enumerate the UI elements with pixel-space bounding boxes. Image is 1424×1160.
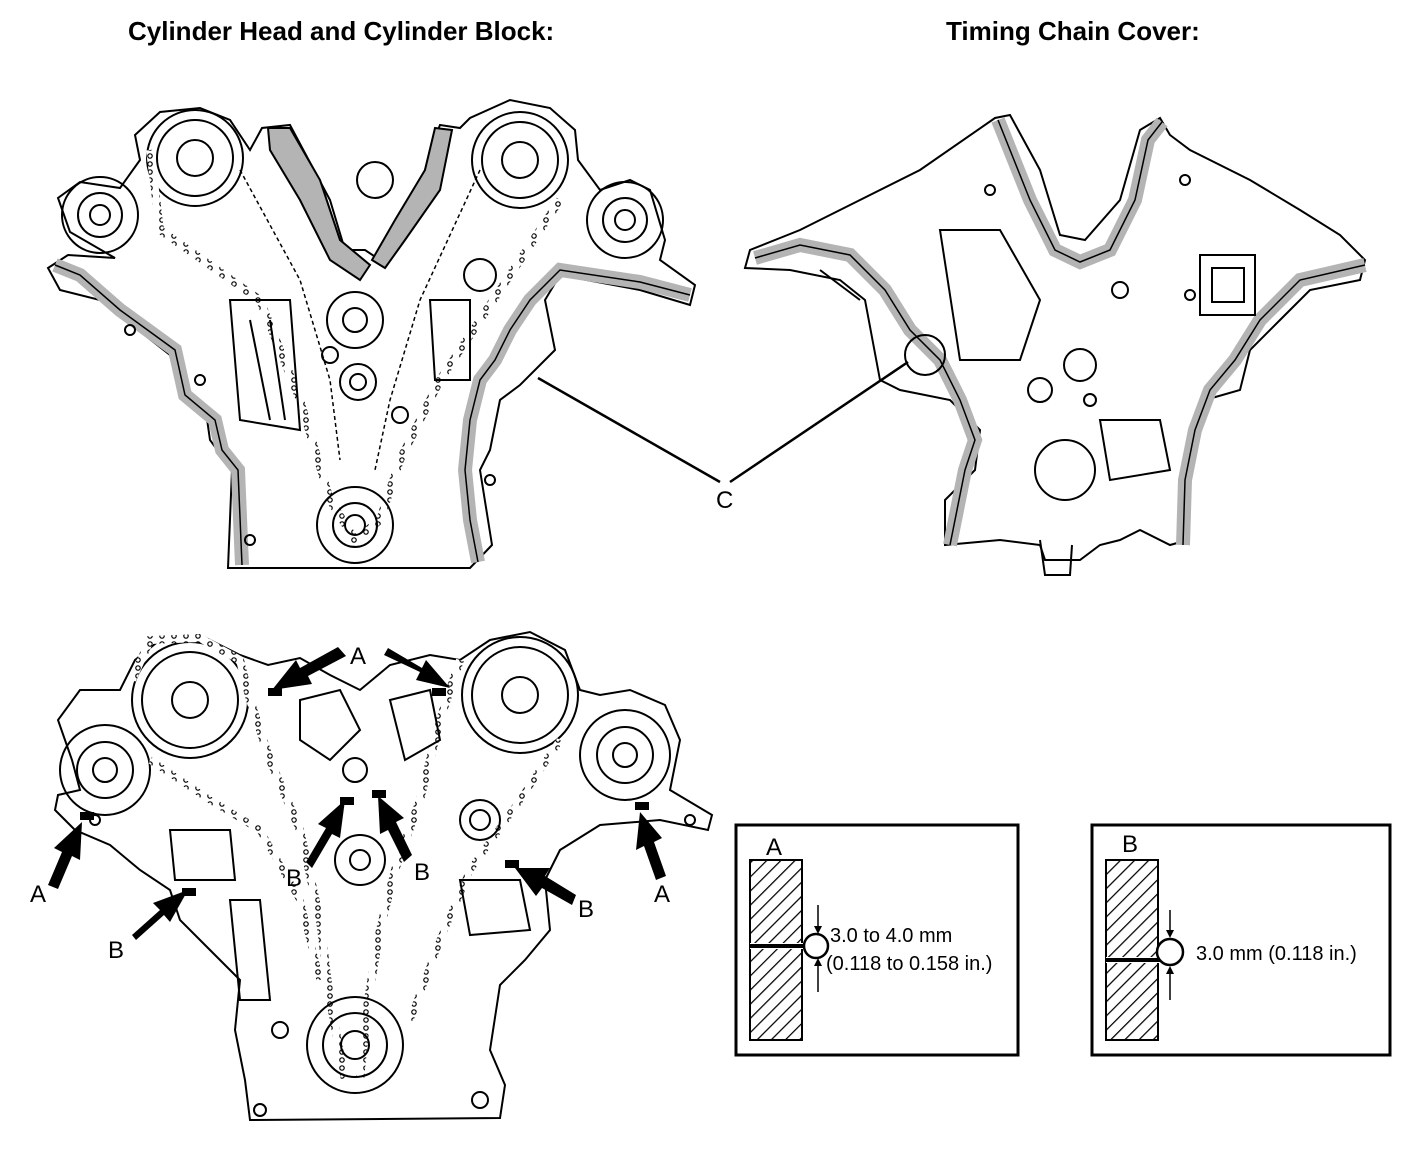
detail-b-letter: B (1122, 831, 1138, 858)
detail-a-spec-line1: 3.0 to 4.0 mm (830, 925, 952, 947)
sealant-band-right (457, 262, 692, 564)
block-front-drawing (53, 630, 714, 1122)
label-b-center-right: B (414, 859, 430, 886)
arrow-b-center-left (306, 800, 345, 868)
arrow-a-top-left (272, 647, 346, 690)
label-a-right: A (654, 881, 670, 908)
cover-sealant-left (753, 237, 983, 547)
title-timing-chain-cover: Timing Chain Cover: (946, 16, 1200, 46)
arrow-b-center-right (378, 796, 412, 862)
arrow-a-right (636, 812, 666, 880)
leader-c (537, 360, 909, 484)
sealant-marks (80, 688, 649, 896)
detail-a-letter: A (766, 834, 782, 861)
detail-b-spec: 3.0 mm (0.118 in.) (1196, 943, 1357, 965)
arrows (48, 647, 666, 940)
arrow-b-right (515, 868, 576, 905)
cylinder-head-block-drawing (46, 98, 697, 569)
detail-a-spec-line2: (0.118 to 0.158 in.) (826, 953, 992, 975)
label-a-top: A (350, 643, 366, 670)
label-b-right: B (578, 896, 594, 923)
label-c: C (716, 487, 733, 514)
detail-b-box (1090, 823, 1392, 1057)
detail-a-box (734, 823, 1020, 1057)
arrow-a-top-right (384, 648, 450, 688)
label-b-center-left: B (286, 865, 302, 892)
label-a-left: A (30, 881, 46, 908)
sealant-band-left (52, 258, 249, 566)
label-b-left: B (108, 937, 124, 964)
arrow-b-left (132, 890, 188, 940)
title-cylinder-head-block: Cylinder Head and Cylinder Block: (128, 16, 555, 46)
timing-chain-cover-drawing (743, 113, 1367, 576)
arrow-a-left (48, 822, 82, 889)
